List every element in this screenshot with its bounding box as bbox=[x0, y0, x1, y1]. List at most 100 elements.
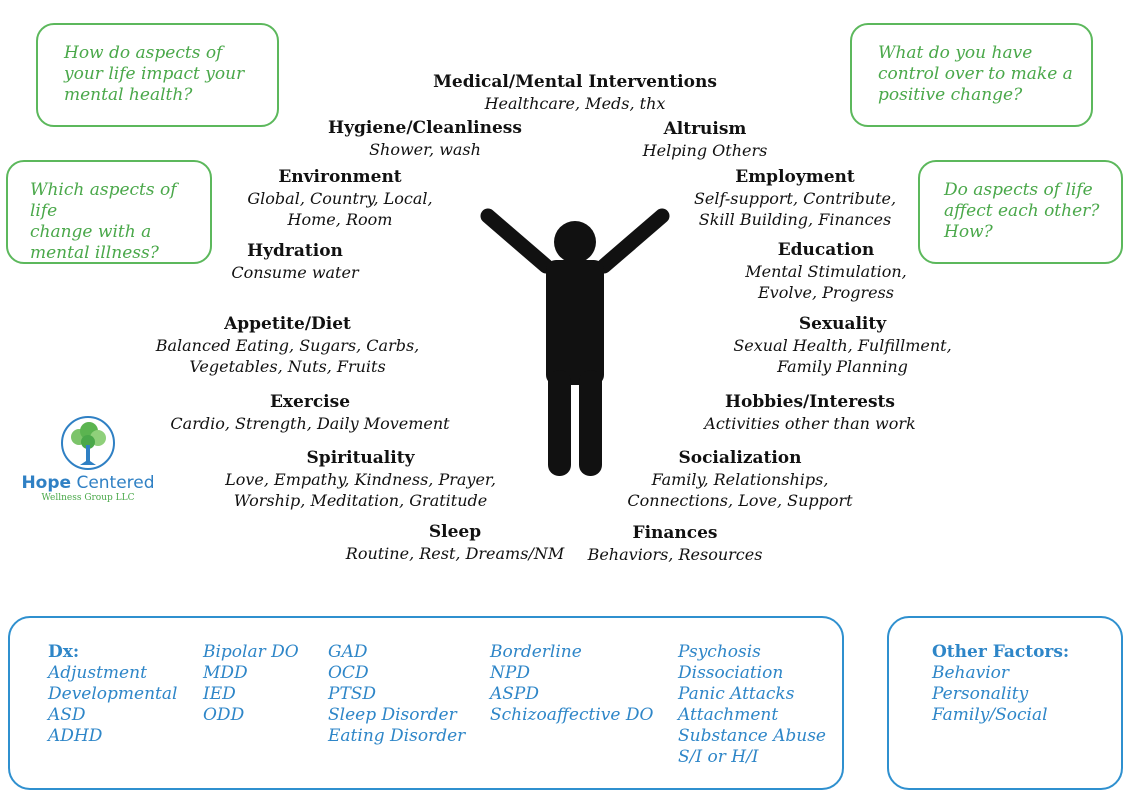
list-item: Adjustment bbox=[48, 663, 147, 683]
topic-desc: Global, Country, Local, bbox=[247, 189, 433, 208]
topic-altruism: Altruism Helping Others bbox=[620, 119, 790, 161]
topic-employment: Employment Self-support, Contribute, Ski… bbox=[675, 167, 915, 230]
topic-title: Socialization bbox=[678, 448, 802, 468]
topic-exercise: Exercise Cardio, Strength, Daily Movemen… bbox=[150, 392, 470, 434]
topic-title: Altruism bbox=[663, 119, 747, 139]
topic-hygiene: Hygiene/Cleanliness Shower, wash bbox=[310, 118, 540, 160]
list-item: S/I or H/I bbox=[678, 747, 759, 767]
topic-hydration: Hydration Consume water bbox=[210, 241, 380, 283]
topic-socialization: Socialization Family, Relationships, Con… bbox=[610, 448, 870, 511]
topic-title: Sleep bbox=[428, 522, 482, 542]
topic-medical: Medical/Mental Interventions Healthcare,… bbox=[400, 72, 750, 114]
list-item: ASPD bbox=[490, 684, 539, 704]
topic-environment: Environment Global, Country, Local, Home… bbox=[220, 167, 460, 230]
topic-title: Hydration bbox=[247, 241, 343, 261]
topic-title: Education bbox=[777, 240, 875, 260]
topic-sleep: Sleep Routine, Rest, Dreams/NM bbox=[330, 522, 580, 564]
list-item: Eating Disorder bbox=[328, 726, 466, 746]
topic-appetite: Appetite/Diet Balanced Eating, Sugars, C… bbox=[130, 314, 445, 377]
list-item: NPD bbox=[490, 663, 530, 683]
topic-title: Exercise bbox=[269, 392, 351, 412]
topic-education: Education Mental Stimulation, Evolve, Pr… bbox=[726, 240, 926, 303]
list-item: ODD bbox=[203, 705, 245, 725]
topic-desc: Helping Others bbox=[642, 141, 768, 160]
topic-desc: Home, Room bbox=[287, 210, 393, 229]
topic-desc: Shower, wash bbox=[369, 140, 481, 159]
topic-title: Appetite/Diet bbox=[224, 314, 351, 334]
question-text: Which aspects of life change with a ment… bbox=[30, 180, 177, 263]
topic-desc: Worship, Meditation, Gratitude bbox=[233, 491, 488, 510]
list-item: PTSD bbox=[328, 684, 377, 704]
dx-heading: Dx: bbox=[48, 642, 80, 662]
topic-title: Hobbies/Interests bbox=[725, 392, 895, 412]
topic-desc: Family, Relationships, bbox=[651, 470, 829, 489]
list-item: Family/Social bbox=[932, 705, 1048, 725]
list-item: Schizoaffective DO bbox=[490, 705, 654, 725]
topic-desc: Skill Building, Finances bbox=[698, 210, 892, 229]
topic-desc: Love, Empathy, Kindness, Prayer, bbox=[225, 470, 496, 489]
list-item: Bipolar DO bbox=[203, 642, 299, 662]
question-text: How do aspects of your life impact your … bbox=[64, 43, 245, 105]
topic-title: Employment bbox=[735, 167, 855, 187]
topic-desc: Consume water bbox=[231, 263, 359, 282]
question-box-control: What do you have control over to make a … bbox=[850, 23, 1093, 127]
question-text: Do aspects of life affect each other? Ho… bbox=[944, 180, 1100, 242]
topic-desc: Activities other than work bbox=[704, 414, 916, 433]
topic-sexuality: Sexuality Sexual Health, Fulfillment, Fa… bbox=[715, 314, 970, 377]
logo-name: Hope Centered bbox=[21, 473, 155, 493]
list-item: Developmental bbox=[48, 684, 178, 704]
list-item: MDD bbox=[203, 663, 248, 683]
list-item: Substance Abuse bbox=[678, 726, 826, 746]
list-item: ADHD bbox=[48, 726, 103, 746]
list-item: Dissociation bbox=[678, 663, 784, 683]
topic-desc: Cardio, Strength, Daily Movement bbox=[170, 414, 450, 433]
topic-desc: Sexual Health, Fulfillment, bbox=[733, 336, 952, 355]
list-item: OCD bbox=[328, 663, 369, 683]
person-arms-raised-icon bbox=[480, 208, 670, 476]
topic-desc: Evolve, Progress bbox=[758, 283, 894, 302]
question-box-change: Which aspects of life change with a ment… bbox=[6, 160, 212, 264]
list-item: Psychosis bbox=[678, 642, 761, 662]
list-item: Borderline bbox=[490, 642, 582, 662]
topic-title: Finances bbox=[632, 523, 718, 543]
topic-desc: Healthcare, Meds, thx bbox=[484, 94, 666, 113]
topic-title: Medical/Mental Interventions bbox=[433, 72, 717, 92]
other-factors-heading: Other Factors: bbox=[932, 642, 1070, 662]
list-item: Behavior bbox=[932, 663, 1010, 683]
list-item: GAD bbox=[328, 642, 368, 662]
topic-desc: Behaviors, Resources bbox=[587, 545, 763, 564]
topic-desc: Vegetables, Nuts, Fruits bbox=[189, 357, 386, 376]
topic-title: Sexuality bbox=[798, 314, 887, 334]
topic-spirituality: Spirituality Love, Empathy, Kindness, Pr… bbox=[198, 448, 523, 511]
topic-title: Spirituality bbox=[306, 448, 415, 468]
logo-subtitle: Wellness Group LLC bbox=[41, 493, 135, 503]
list-item: ASD bbox=[48, 705, 86, 725]
topic-desc: Routine, Rest, Dreams/NM bbox=[345, 544, 565, 563]
topic-desc: Mental Stimulation, bbox=[745, 262, 907, 281]
question-box-affect: Do aspects of life affect each other? Ho… bbox=[918, 160, 1123, 264]
question-box-impact: How do aspects of your life impact your … bbox=[36, 23, 279, 127]
topic-finances: Finances Behaviors, Resources bbox=[575, 523, 775, 565]
list-item: Panic Attacks bbox=[678, 684, 795, 704]
topic-desc: Self-support, Contribute, bbox=[693, 189, 897, 208]
list-item: Attachment bbox=[678, 705, 779, 725]
topic-title: Environment bbox=[278, 167, 402, 187]
hope-centered-logo: Hope Centered Wellness Group LLC bbox=[18, 415, 158, 504]
list-item: IED bbox=[203, 684, 236, 704]
topic-desc: Connections, Love, Support bbox=[627, 491, 853, 510]
topic-title: Hygiene/Cleanliness bbox=[328, 118, 522, 138]
list-item: Sleep Disorder bbox=[328, 705, 457, 725]
